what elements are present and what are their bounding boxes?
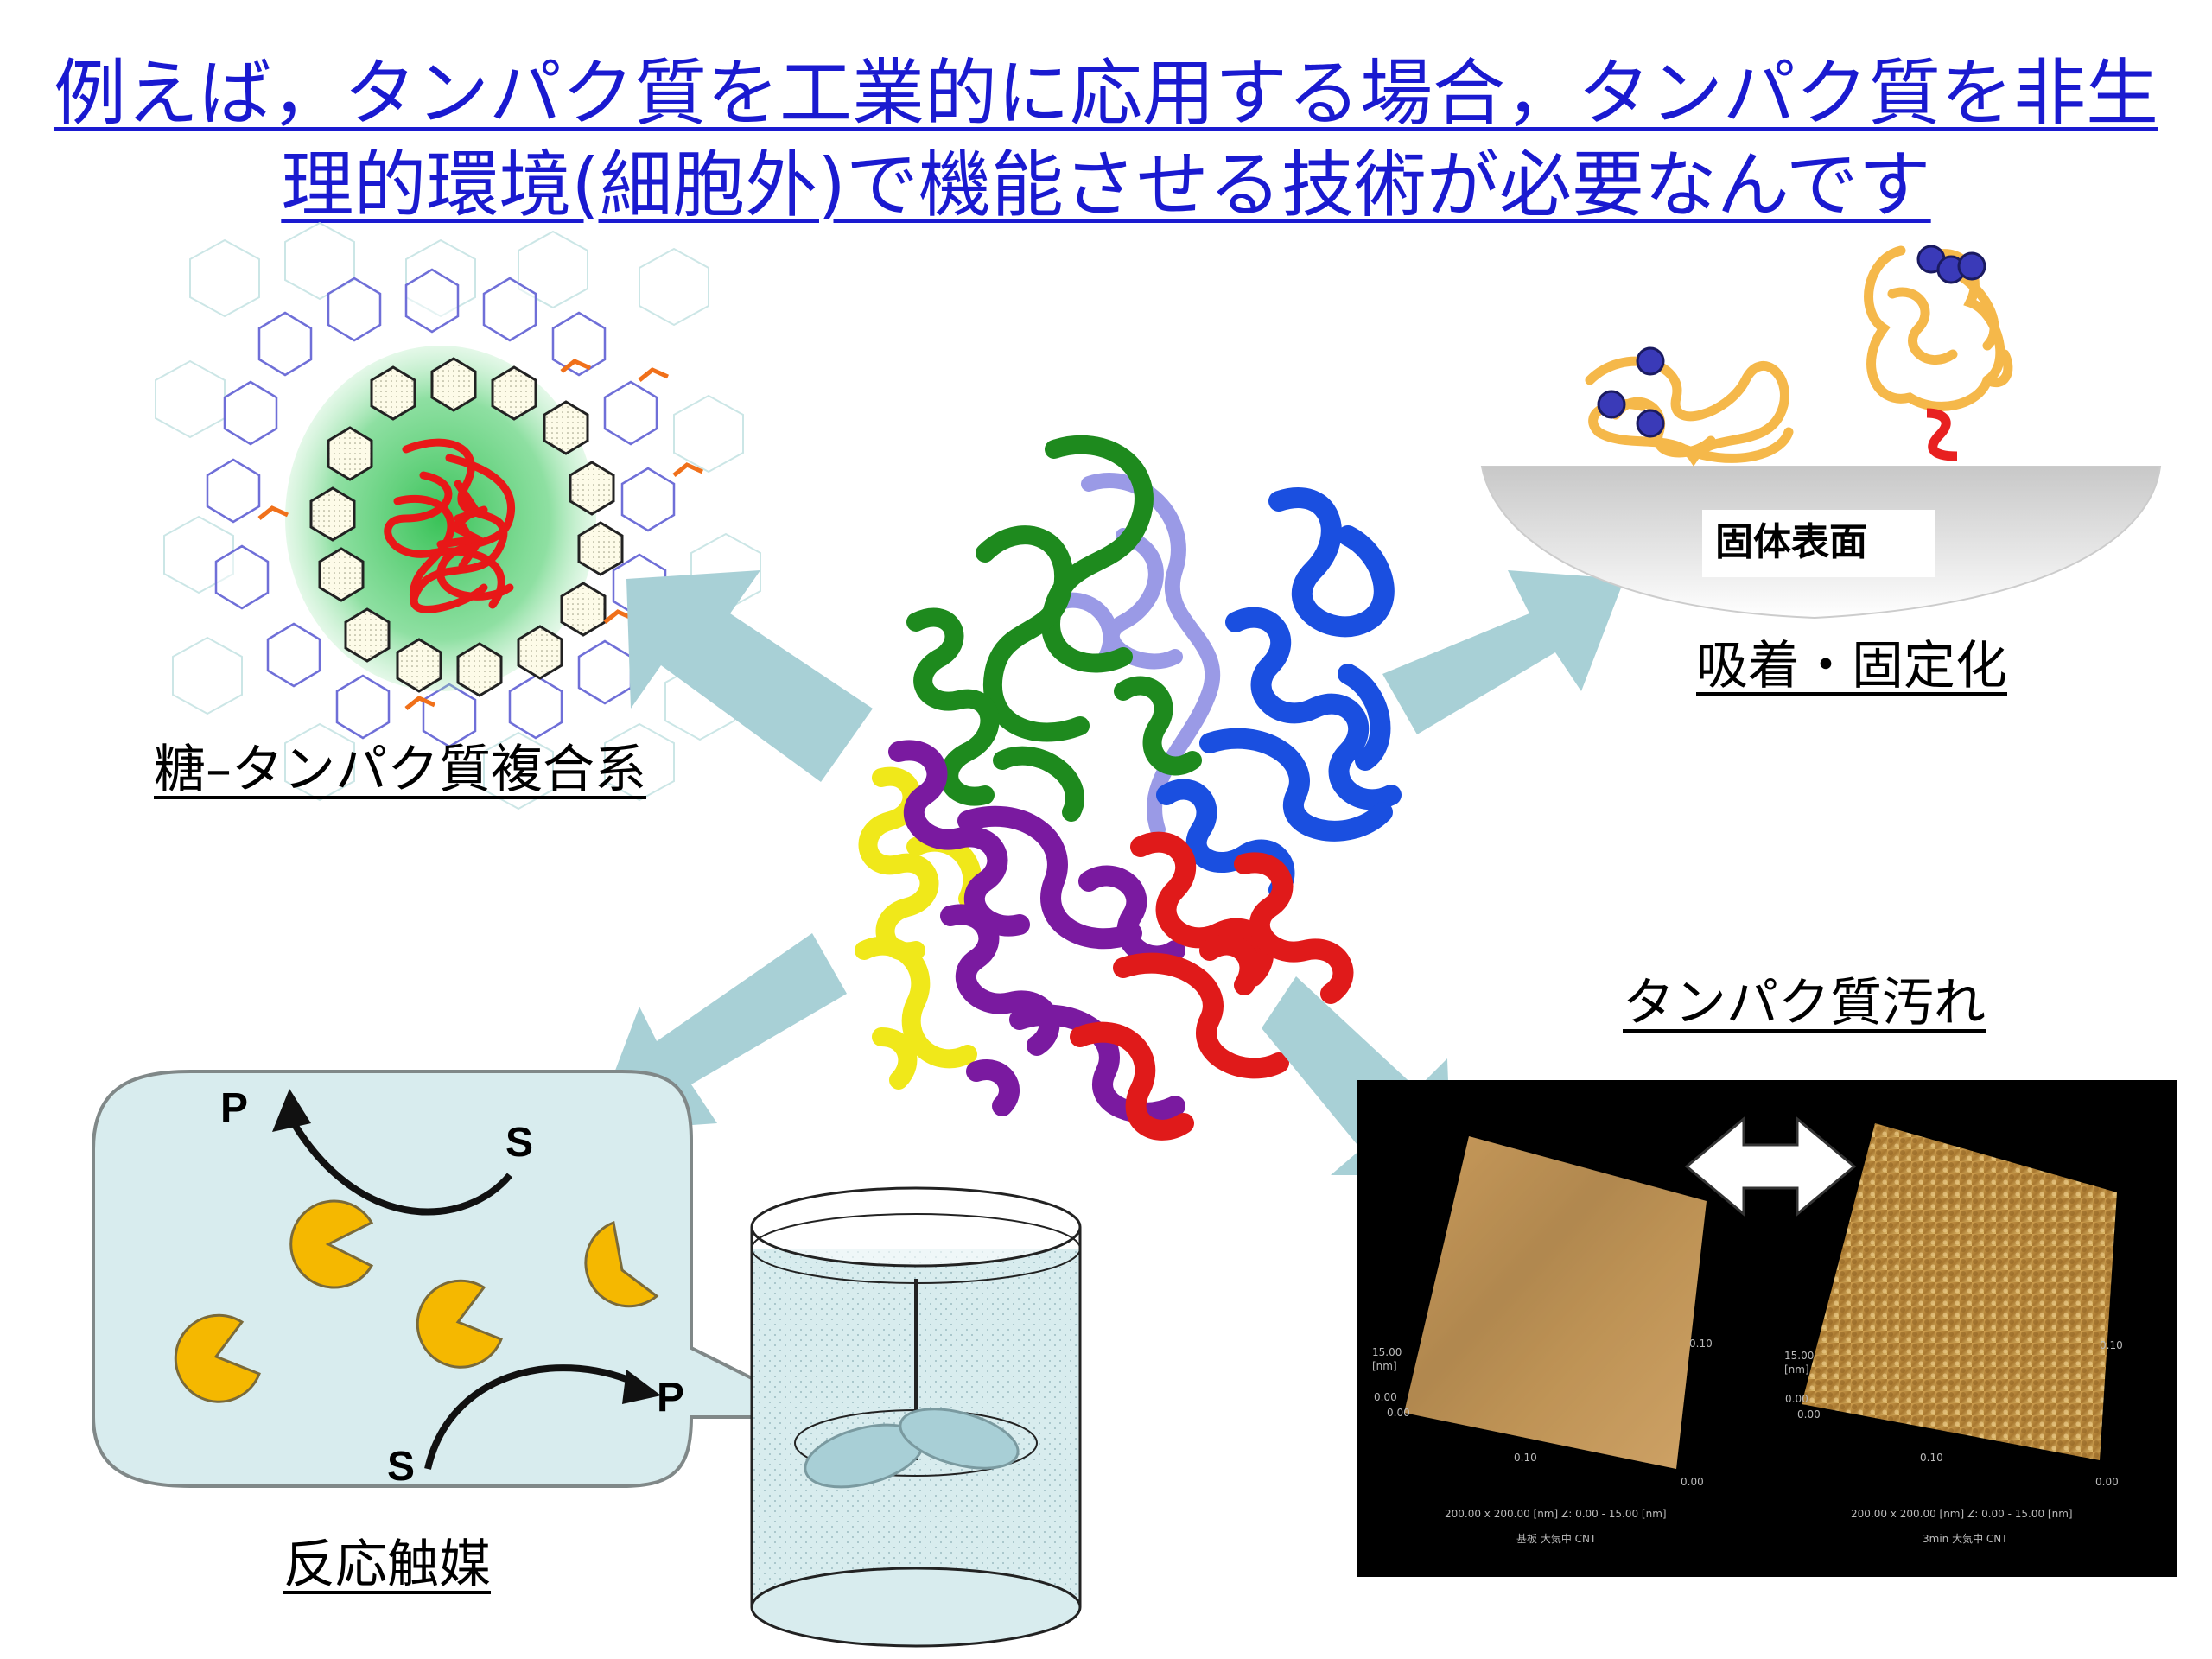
enzyme-icon (174, 1313, 261, 1403)
caption-protein-fouling: タンパク質汚れ (1623, 973, 1986, 1033)
afm-left-axis-origin: 0.00 (1387, 1407, 1410, 1419)
afm-right-axis-mid: 0.10 (1920, 1452, 1943, 1464)
adsorption-illustration (1480, 245, 2162, 620)
sugar-protein-complex-illustration (155, 221, 761, 810)
stirred-reactor-illustration (750, 1186, 1082, 1648)
enzyme-icon (584, 1220, 659, 1308)
reaction-arrow-bottom (424, 1364, 637, 1470)
reaction-arrow-top (290, 1121, 513, 1216)
title-line-2: 理的環境(細胞外)で機能させる技術が必要なんです (281, 143, 1931, 227)
afm-surface-smooth (1404, 1136, 1707, 1469)
afm-images (1357, 1080, 2177, 1577)
afm-right-condition: 3min 大気中 CNT (1923, 1533, 2008, 1545)
protein-structure-illustration (855, 435, 1402, 1141)
afm-right-axis-origin: 0.00 (1797, 1408, 1821, 1421)
solid-surface-label: 固体表面 (1715, 520, 1867, 564)
afm-left-axis-mid: 0.10 (1514, 1452, 1537, 1464)
afm-right-axis-end: 0.00 (2095, 1476, 2119, 1488)
reaction-arrow-bottom-head (622, 1370, 661, 1404)
reaction-arrow-top-head (272, 1089, 311, 1132)
caption-reaction-catalysis: 反応触媒 (283, 1535, 491, 1595)
arrow-to-sugar-complex (626, 570, 873, 782)
afm-left-scan-info: 200.00 x 200.00 [nm] Z: 0.00 - 15.00 [nm… (1445, 1508, 1667, 1520)
afm-left-condition: 基板 大気中 CNT (1516, 1533, 1597, 1545)
product-label-top: P (220, 1085, 249, 1131)
afm-right-z-unit: [nm] (1784, 1363, 1809, 1376)
substrate-label-bottom: S (387, 1444, 416, 1490)
solid-surface-label-box (1702, 510, 1936, 577)
afm-left-z-top: 15.00 (1372, 1346, 1402, 1358)
afm-left-z-unit: [nm] (1372, 1360, 1397, 1372)
arrow-to-adsorption (1382, 570, 1624, 734)
compare-double-arrow (1684, 1116, 1857, 1217)
catalysis-illustration (92, 1070, 1082, 1648)
caption-adsorption: 吸着・固定化 (1696, 636, 2007, 696)
substrate-label-top: S (505, 1120, 534, 1166)
afm-left-z-bottom: 0.00 (1374, 1391, 1397, 1403)
reaction-zoom-bubble (92, 1070, 830, 1488)
afm-right-z-bottom: 0.00 (1785, 1393, 1808, 1405)
afm-right-scan-info: 200.00 x 200.00 [nm] Z: 0.00 - 15.00 [nm… (1851, 1508, 2073, 1520)
afm-surface-rough (1802, 1123, 2117, 1460)
afm-left-axis-end: 0.00 (1681, 1476, 1704, 1488)
slide-title: 例えば，タンパク質を工業的に応用する場合，タンパク質を非生 理的環境(細胞外)で… (0, 48, 2212, 231)
afm-right-z-top: 15.00 (1784, 1350, 1815, 1362)
afm-left-axis-right: 0.10 (1689, 1338, 1713, 1350)
afm-right-axis-right: 0.10 (2100, 1339, 2123, 1351)
enzyme-icon (416, 1279, 503, 1369)
caption-sugar-protein-complex: 糖–タンパク質複合系 (154, 740, 646, 800)
enzyme-icon (289, 1199, 374, 1289)
product-label-bottom: P (657, 1375, 685, 1421)
title-line-1: 例えば，タンパク質を工業的に応用する場合，タンパク質を非生 (53, 51, 2158, 136)
